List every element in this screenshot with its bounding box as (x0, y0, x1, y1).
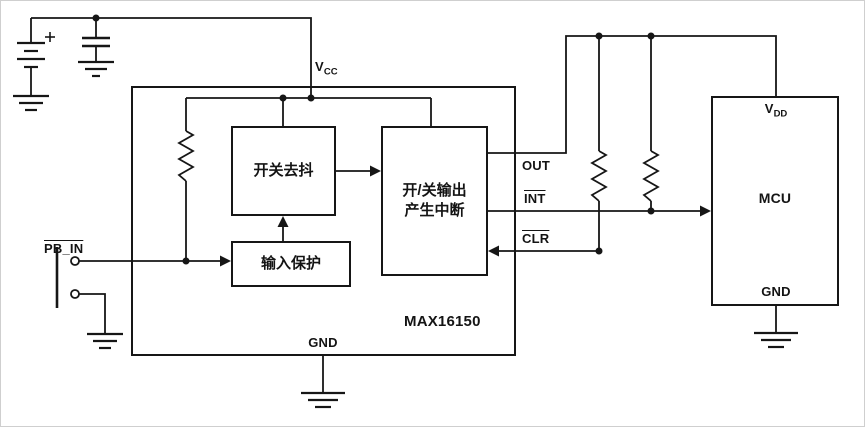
vcc-pin-label: VCC (315, 59, 338, 78)
debounce-block: 开关去抖 (231, 126, 336, 216)
ground-symbol-mcu (754, 331, 798, 349)
ground-symbol-ic (301, 391, 345, 409)
ground-symbol-capacitor (78, 60, 114, 78)
arrowhead-into-protection (220, 255, 231, 267)
onoff-output-label-line1: 开/关输出 (402, 181, 467, 199)
onoff-output-block: 开/关输出 产生中断 (381, 126, 488, 276)
junction-dot (647, 32, 655, 40)
pushbutton-switch (55, 247, 106, 334)
protection-to-debounce-arrow (277, 216, 289, 241)
junction-dot (307, 94, 315, 102)
arrowhead-into-output-block (370, 165, 381, 177)
vcc-base-text: V (315, 59, 324, 74)
debounce-block-label: 开关去抖 (253, 161, 314, 179)
onoff-output-label-line2: 产生中断 (404, 202, 465, 219)
ground-symbol-pushbutton (87, 332, 123, 350)
junction-dots (92, 14, 655, 265)
bypass-capacitor-symbol (82, 18, 110, 62)
out-pin-label: OUT (522, 158, 551, 173)
clr-pin-label: CLR (522, 231, 550, 246)
arrowhead-into-ic-clr (488, 245, 499, 257)
vcc-rail-wire (31, 17, 312, 98)
mcu-gnd-pin-label: GND (761, 284, 791, 299)
pbin-pin-label: PB_IN (44, 241, 84, 256)
plus-sign-icon (45, 32, 55, 42)
input-protection-block: 输入保护 (231, 241, 351, 287)
junction-dot (92, 14, 100, 22)
junction-dot (182, 257, 190, 265)
vcc-sub-text: CC (323, 66, 338, 78)
pullup-resistor-clr (590, 36, 608, 251)
ground-symbol-battery (13, 94, 49, 112)
battery-symbol (17, 18, 55, 96)
int-wire (488, 205, 711, 217)
pbin-wire (79, 255, 231, 267)
vdd-base-text: V (764, 101, 774, 116)
internal-pullup-resistor (177, 98, 195, 261)
mcu-outline (711, 96, 839, 306)
int-pin-label: INT (524, 191, 546, 206)
ic-gnd-pin-label: GND (308, 335, 338, 350)
vdd-sub-text: DD (773, 108, 788, 120)
out-to-vdd-rail-wire (488, 35, 777, 154)
vdd-pin-label: VDD (753, 101, 799, 120)
pullup-resistor-int (642, 36, 660, 211)
arrowhead-into-debounce (277, 216, 289, 227)
input-protection-label: 输入保护 (260, 254, 321, 272)
junction-dot (595, 32, 603, 40)
debounce-to-output-arrow (336, 165, 381, 177)
junction-dot (595, 247, 603, 255)
junction-dot (647, 207, 655, 215)
arrowhead-into-mcu (700, 205, 711, 217)
junction-dot (279, 94, 287, 102)
max16150-ic-outline (131, 86, 516, 356)
mcu-name-label: MCU (758, 190, 792, 206)
ic-part-number: MAX16150 (404, 313, 481, 330)
